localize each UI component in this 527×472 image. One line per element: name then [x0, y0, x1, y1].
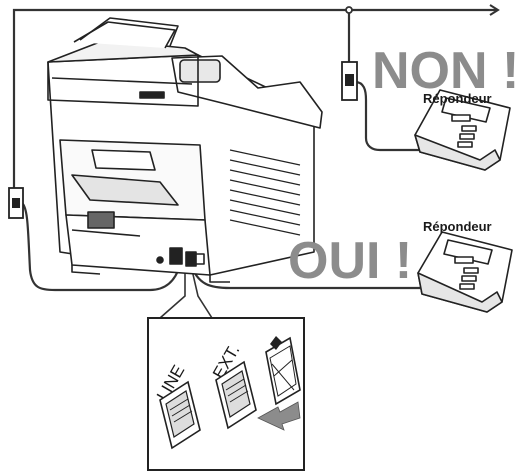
- fax-machine: [47, 17, 323, 283]
- non-label: NON !: [372, 42, 519, 100]
- wall-jack-right: [341, 61, 358, 101]
- zoom-leader: [159, 268, 186, 319]
- cable-to-machine-top: [354, 80, 421, 152]
- main-phone-line: [12, 8, 497, 200]
- answering-machine-bottom: [417, 231, 513, 313]
- port-zoom-box: LINE EXT.: [147, 317, 305, 471]
- cable-left-to-fax: [21, 202, 182, 292]
- answering-machine-top-label: Répondeur: [423, 91, 492, 106]
- answering-machine-top: [414, 89, 511, 171]
- oui-label: OUI !: [288, 232, 412, 290]
- insert-arrow-icon: [257, 401, 301, 431]
- main-phone-line-arrow: [489, 4, 500, 16]
- blocked-port: [265, 336, 301, 406]
- wall-jack-left: [8, 187, 24, 219]
- answering-machine-bottom-label: Répondeur: [423, 219, 492, 234]
- ext-port: EXT.: [209, 341, 257, 430]
- phone-cables: [12, 4, 500, 319]
